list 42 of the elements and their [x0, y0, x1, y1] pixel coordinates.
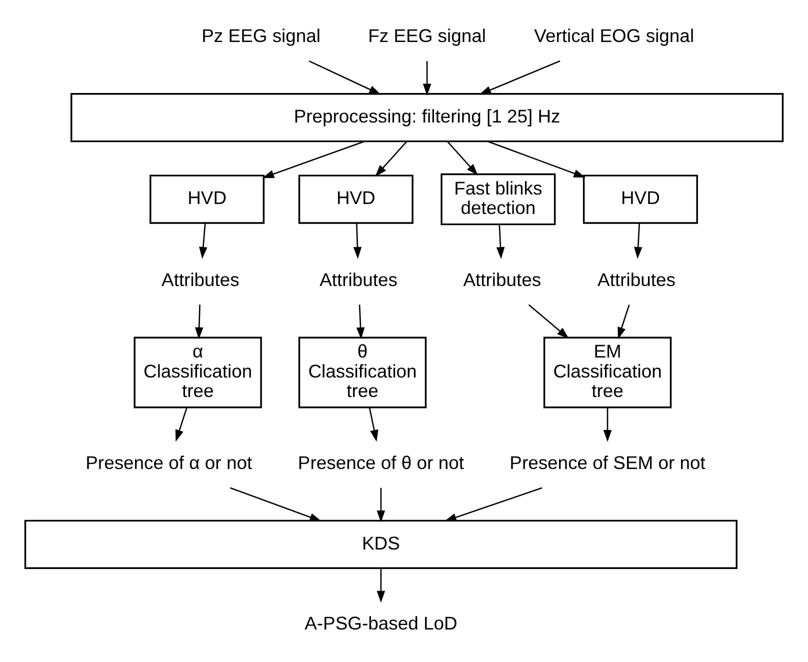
- arrow: [376, 488, 386, 522]
- arrow: [353, 223, 362, 259]
- node-box: KDS: [24, 520, 738, 569]
- node-box: HVD: [150, 174, 265, 224]
- node-text: Presence of SEM or not: [510, 452, 706, 473]
- arrow: [230, 487, 322, 522]
- node-box: EM Classification tree: [543, 336, 672, 408]
- arrow: [199, 222, 208, 259]
- arrow: [618, 304, 630, 340]
- arrow: [479, 60, 560, 95]
- node-box: α Classification tree: [134, 336, 262, 408]
- arrow: [308, 60, 381, 95]
- arrow: [528, 304, 569, 339]
- node-text: Fz EEG signal: [368, 25, 486, 46]
- node-text: Attributes: [162, 268, 240, 290]
- node-text: Presence of α or not: [86, 452, 252, 473]
- node-text: Vertical EOG signal: [534, 25, 694, 46]
- node-text: Pz EEG signal: [202, 25, 321, 46]
- arrow: [446, 140, 478, 176]
- node-text: Presence of θ or not: [298, 452, 464, 473]
- arrow: [603, 407, 612, 442]
- arrow: [194, 304, 204, 340]
- arrow: [634, 222, 642, 259]
- node-text: Attributes: [598, 268, 676, 290]
- arrow: [422, 61, 432, 96]
- node-box: Fast blinks detection: [440, 173, 556, 226]
- arrow: [175, 407, 188, 442]
- arrow: [262, 140, 365, 178]
- node-box: Preprocessing: filtering [1 25] Hz: [70, 93, 784, 142]
- arrow: [356, 304, 365, 340]
- node-box: HVD: [298, 174, 414, 224]
- arrow: [376, 568, 386, 603]
- arrow: [496, 224, 505, 259]
- arrow: [368, 407, 378, 442]
- node-box: HVD: [582, 174, 698, 224]
- node-text: Attributes: [320, 268, 398, 290]
- node-text: A-PSG-based LoD: [304, 612, 458, 634]
- arrow: [487, 140, 586, 178]
- arrow: [444, 487, 542, 522]
- arrow: [375, 140, 408, 177]
- node-box: θ Classification tree: [298, 336, 427, 408]
- node-text: Attributes: [463, 268, 542, 290]
